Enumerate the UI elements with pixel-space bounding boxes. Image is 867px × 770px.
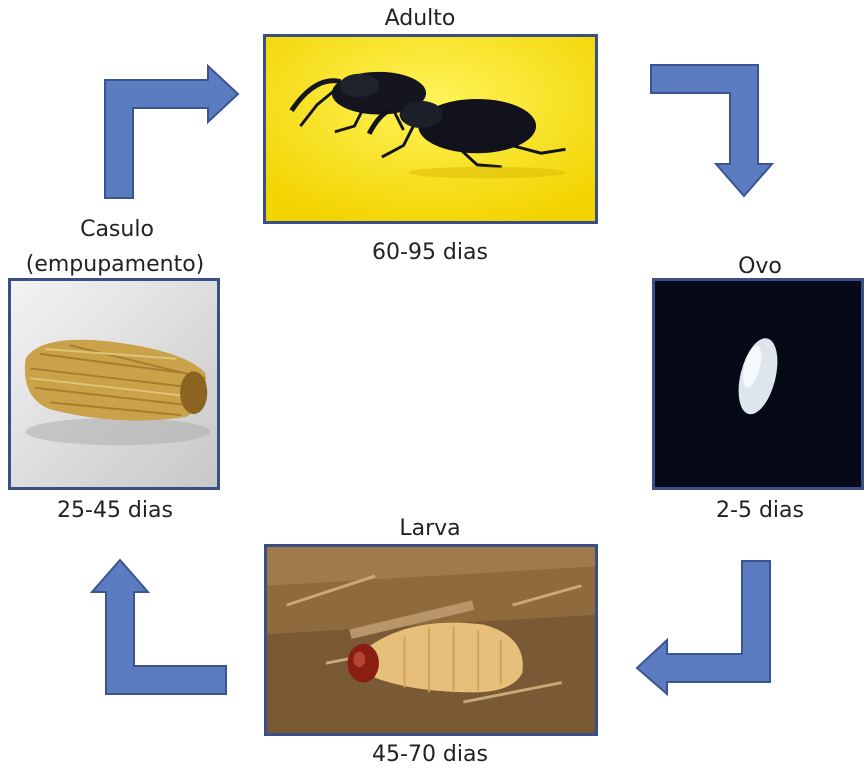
duration-adulto: 60-95 dias bbox=[345, 240, 515, 266]
larva-photo bbox=[264, 544, 598, 736]
stage-title-casulo: Casulo bbox=[42, 217, 192, 243]
stage-subtitle-casulo: (empupamento) bbox=[10, 252, 220, 278]
cocoon-photo bbox=[8, 278, 220, 490]
arrow-larva-to-casulo bbox=[88, 556, 230, 696]
duration-larva: 45-70 dias bbox=[345, 742, 515, 768]
arrow-adulto-to-ovo bbox=[648, 60, 790, 200]
stage-title-adulto: Adulto bbox=[350, 6, 490, 32]
duration-ovo: 2-5 dias bbox=[690, 498, 830, 524]
stage-title-ovo: Ovo bbox=[705, 254, 815, 280]
duration-casulo: 25-45 dias bbox=[40, 498, 190, 524]
arrow-ovo-to-larva bbox=[632, 556, 774, 696]
egg-photo bbox=[652, 278, 864, 490]
arrow-casulo-to-adulto bbox=[100, 62, 242, 202]
stage-title-larva: Larva bbox=[360, 516, 500, 542]
adult-weevils-photo bbox=[263, 34, 598, 224]
